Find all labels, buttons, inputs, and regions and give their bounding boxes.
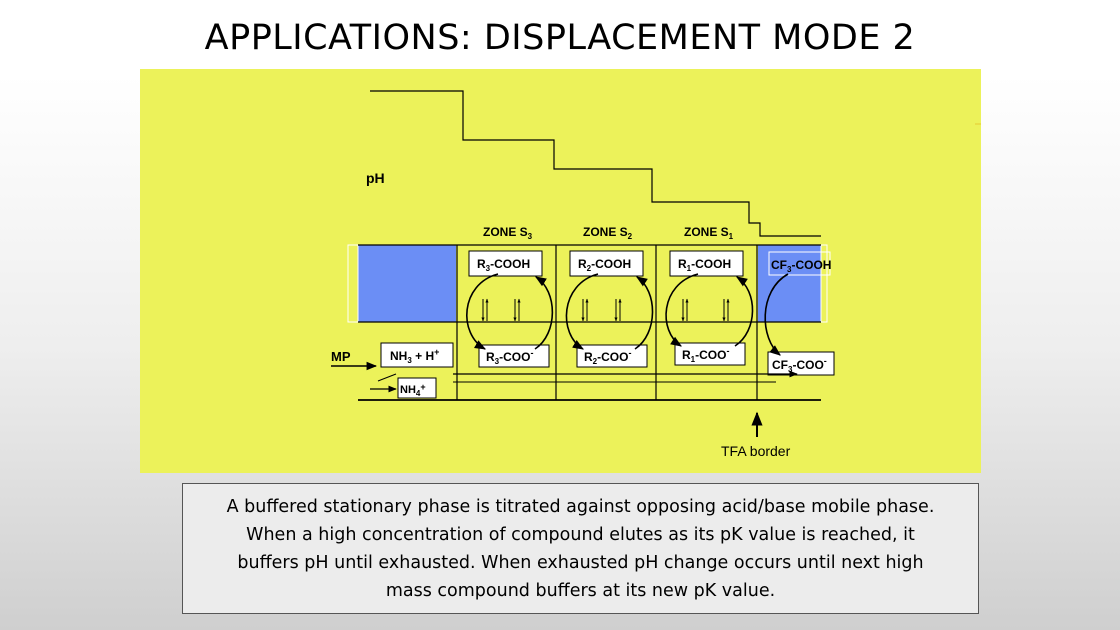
base-label-r1: R1-COO- bbox=[682, 346, 729, 364]
zone-label-s1: ZONE S1 bbox=[684, 225, 734, 241]
base-box-r3 bbox=[478, 344, 550, 368]
curved-arrow-r3 bbox=[466, 273, 499, 350]
diagram-background bbox=[140, 69, 981, 473]
acid-box-r1 bbox=[669, 250, 744, 277]
ph-label: pH bbox=[366, 170, 385, 186]
curved-arrow-r3 bbox=[534, 276, 554, 350]
acid-box-cf3 bbox=[768, 251, 831, 276]
ph-step-line bbox=[370, 90, 821, 237]
nh4-box bbox=[397, 377, 437, 399]
caption-text: A buffered stationary phase is titrated … bbox=[226, 496, 935, 601]
curved-arrow-r2 bbox=[565, 273, 599, 350]
curved-arrow-r1 bbox=[665, 273, 699, 347]
acid-label-r1: R1-COOH bbox=[678, 257, 731, 273]
equilibrium-arrows bbox=[481, 298, 730, 322]
column-left-segment bbox=[358, 245, 456, 322]
acid-box-r3 bbox=[468, 250, 543, 277]
nh3-label: NH3 + H+ bbox=[390, 347, 439, 365]
acid-label-cf3: CF3-COOH bbox=[771, 258, 831, 274]
column-right-segment bbox=[758, 245, 821, 322]
acid-box-r2 bbox=[569, 250, 644, 277]
base-label-cf3: CF3-COO- bbox=[772, 356, 827, 374]
base-box-cf3 bbox=[767, 351, 835, 376]
nh4-label: NH4+ bbox=[400, 382, 426, 398]
displacement-diagram: pH ZONE S3 ZONE S2 ZONE S1 R3-COOH R2-CO… bbox=[140, 69, 981, 473]
base-box-r1 bbox=[674, 342, 746, 366]
acid-label-r2: R2-COOH bbox=[578, 257, 631, 273]
mp-label: MP bbox=[331, 349, 351, 364]
column-outline-left bbox=[347, 244, 359, 323]
acid-label-r3: R3-COOH bbox=[477, 257, 530, 273]
column-outline-right bbox=[820, 244, 828, 323]
nh4-branch-line bbox=[377, 373, 397, 382]
slide-title: APPLICATIONS: DISPLACEMENT MODE 2 bbox=[204, 18, 916, 58]
base-label-r2: R2-COO- bbox=[584, 348, 631, 366]
zone-label-s2: ZONE S2 bbox=[583, 225, 633, 241]
curved-arrow-r1 bbox=[734, 276, 754, 347]
curved-arrow-cf3 bbox=[764, 273, 789, 356]
curved-arrow-r2 bbox=[634, 276, 654, 350]
base-label-r3: R3-COO- bbox=[486, 348, 533, 366]
caption-box: A buffered stationary phase is titrated … bbox=[182, 483, 979, 614]
tfa-border-label: TFA border bbox=[721, 443, 791, 459]
base-box-r2 bbox=[576, 344, 648, 368]
zone-label-s3: ZONE S3 bbox=[483, 225, 533, 241]
nh3-box bbox=[380, 342, 454, 368]
